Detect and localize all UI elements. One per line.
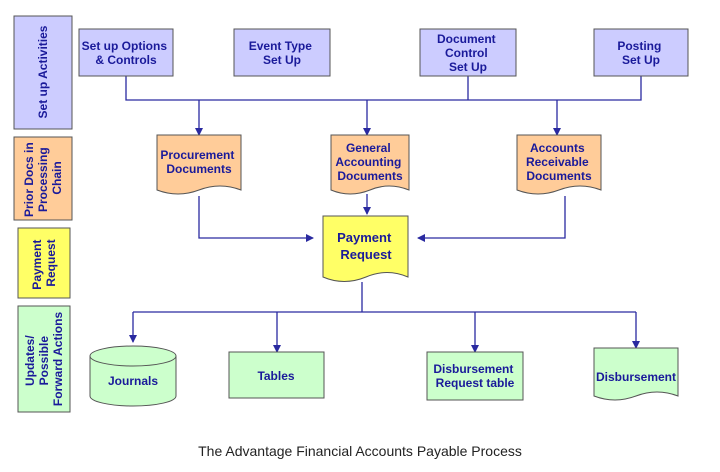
lane-setup-activities: Set up Activities (13, 15, 73, 130)
procurement-line-1: Procurement (160, 148, 234, 162)
doc-control-line-2: Control (445, 46, 488, 60)
lane-setup-label: Set up Activities (36, 25, 50, 118)
node-document-control: Document Control Set Up (419, 28, 517, 77)
svg-text:Disbursement Request tab: Disbursement Request table (433, 362, 516, 390)
lane-updates-label-2: Possible (37, 336, 51, 386)
svg-text:Document Control S: Document Control Set Up (437, 32, 499, 74)
general-line-1: General (346, 141, 391, 155)
doc-control-line-3: Set Up (449, 60, 487, 74)
doc-control-line-1: Document (437, 32, 496, 46)
event-type-line-2: Set Up (263, 53, 301, 67)
posting-line-2: Set Up (622, 53, 660, 67)
svg-text:Procurement Documents: Procurement Documents (160, 148, 237, 176)
tables-label: Tables (257, 369, 294, 383)
svg-text:Payment Request: Payment Request (337, 230, 395, 262)
svg-text:Accounts Receivable: Accounts Receivable Documents (526, 141, 592, 183)
node-posting: Posting Set Up (593, 28, 689, 77)
event-type-line-1: Event Type (249, 39, 312, 53)
svg-text:Event Type Set Up: Event Type Set Up (249, 39, 315, 67)
node-disbursement-request-table: Disbursement Request table (426, 351, 524, 401)
journals-label: Journals (108, 374, 158, 388)
disbursement-request-line-1: Disbursement (433, 362, 513, 376)
node-accounts-receivable-documents: Accounts Receivable Documents (516, 134, 602, 195)
lane-payment-label-1: Payment (30, 240, 44, 290)
svg-text:Updates/ Possible: Updates/ Possible Forward Actions (23, 312, 65, 407)
node-journals: Journals (89, 345, 177, 407)
node-setup-options: Set up Options & Controls (78, 28, 174, 77)
receivable-line-2: Receivable (526, 155, 589, 169)
lane-updates-label-3: Forward Actions (51, 312, 65, 407)
svg-text:Disbursement: Disbursement (596, 370, 676, 384)
node-tables: Tables (228, 351, 325, 399)
node-disbursement: Disbursement (593, 347, 679, 401)
diagram-caption: The Advantage Financial Accounts Payable… (198, 443, 522, 459)
svg-text:Set up Options & Control: Set up Options & Controls (82, 39, 171, 67)
payment-request-line-2: Request (340, 247, 392, 262)
lane-prior-label-2: Processing (36, 147, 50, 212)
lane-prior-label-1: Prior Docs in (22, 142, 36, 217)
disbursement-label: Disbursement (596, 370, 676, 384)
svg-text:Payment Request: Payment Request (30, 236, 58, 289)
node-payment-request: Payment Request (322, 215, 409, 282)
setup-options-line-2: & Controls (95, 53, 157, 67)
posting-line-1: Posting (617, 39, 661, 53)
lane-prior-docs: Prior Docs in Processing Chain (13, 136, 73, 221)
svg-text:Prior Docs in Processing: Prior Docs in Processing Chain (22, 139, 64, 217)
node-general-accounting-documents: General Accounting Documents (330, 134, 410, 195)
general-line-2: Accounting (335, 155, 401, 169)
receivable-line-1: Accounts (530, 141, 585, 155)
connectors (125, 76, 642, 353)
lane-payment-label-2: Request (44, 239, 58, 286)
receivable-line-3: Documents (526, 169, 592, 183)
lane-prior-label-3: Chain (50, 161, 64, 194)
payment-request-line-1: Payment (337, 230, 392, 245)
lane-payment-request: Payment Request (17, 227, 71, 299)
procurement-line-2: Documents (166, 162, 232, 176)
svg-text:Set up Activities: Set up Activities (36, 25, 50, 118)
svg-text:Tables: Tables (257, 369, 294, 383)
node-procurement-documents: Procurement Documents (156, 134, 242, 195)
setup-options-line-1: Set up Options (82, 39, 168, 53)
general-line-3: Documents (337, 169, 403, 183)
lane-updates: Updates/ Possible Forward Actions (17, 305, 71, 413)
svg-text:Journals: Journals (108, 374, 158, 388)
svg-text:General Accounting: General Accounting Documents (335, 141, 404, 183)
lane-updates-label-1: Updates/ (23, 335, 37, 386)
svg-text:Posting Set Up: Posting Set Up (617, 39, 664, 67)
disbursement-request-line-2: Request table (436, 376, 515, 390)
node-event-type: Event Type Set Up (233, 28, 331, 77)
